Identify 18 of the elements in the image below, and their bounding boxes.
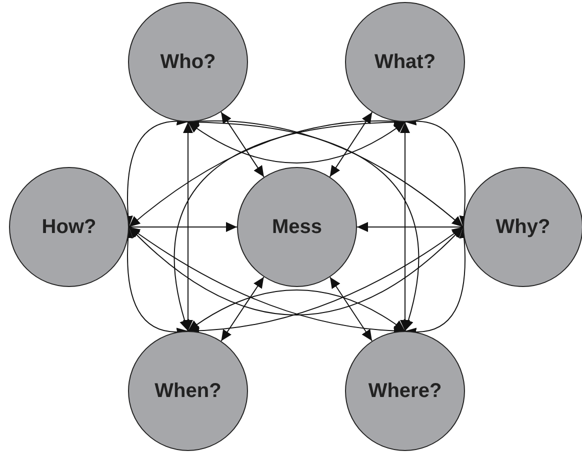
- arrow: [183, 122, 193, 332]
- arrow: [188, 122, 406, 164]
- arrow: [400, 122, 410, 332]
- node-label: When?: [154, 380, 222, 402]
- arrow: [220, 276, 264, 342]
- arrow: [330, 276, 372, 342]
- arrow: [220, 112, 264, 178]
- arrow: [356, 222, 464, 232]
- arrow: [128, 222, 238, 232]
- node-label: Where?: [368, 380, 442, 402]
- node-label: Who?: [160, 50, 216, 74]
- node-label: Mess: [272, 216, 322, 238]
- arrow: [128, 226, 464, 316]
- node-label: How?: [42, 216, 96, 238]
- arrow: [188, 290, 406, 332]
- node-label: What?: [374, 50, 436, 74]
- arrow: [329, 112, 373, 178]
- node-label: Why?: [496, 216, 550, 238]
